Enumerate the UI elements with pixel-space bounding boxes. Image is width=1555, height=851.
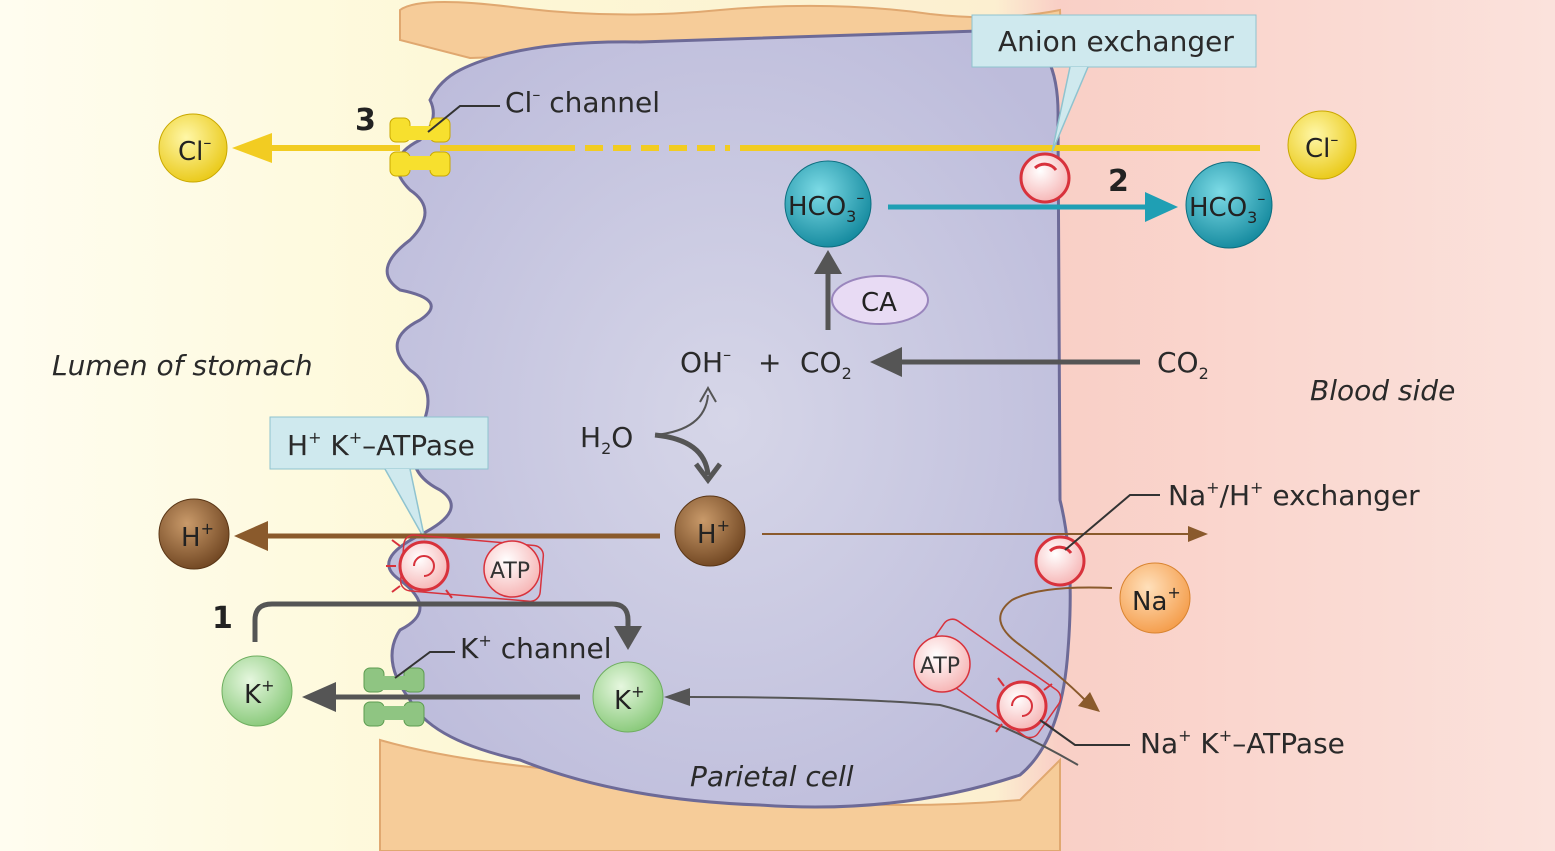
hco3-ion-cell: HCO3– — [784, 160, 872, 248]
cl-channel-leader — [427, 105, 500, 133]
step-3-label: 3 — [355, 103, 376, 138]
h-ion-lumen: H+ — [158, 498, 230, 570]
plus-sign: + — [758, 346, 781, 379]
nak-atpase-label: Na+ K+–ATPase — [1140, 726, 1345, 760]
svg-text:H+: H+ — [181, 519, 214, 553]
cl-channel-label: Cl– channel — [505, 85, 660, 119]
h-to-blood-arrow — [762, 526, 1208, 542]
water-split-arrows — [654, 385, 722, 485]
svg-text:HCO3–: HCO3– — [788, 188, 864, 226]
k-channel-label: K+ channel — [460, 631, 611, 665]
cl-ion-lumen: Cl– — [158, 113, 228, 183]
hk-atpase-pump: ATP — [386, 534, 545, 603]
na-path-arrow — [999, 586, 1113, 712]
blood-side-label: Blood side — [1310, 374, 1455, 407]
parietal-cell-label: Parietal cell — [690, 760, 854, 793]
oh-label: OH– — [680, 345, 731, 379]
lumen-label: Lumen of stomach — [52, 349, 313, 382]
k-to-lumen-arrow — [302, 682, 580, 712]
na-ion-blood: Na+ — [1119, 562, 1191, 634]
svg-text:Na+: Na+ — [1132, 583, 1181, 617]
anion-exchanger — [1019, 152, 1071, 204]
svg-text:HCO3–: HCO3– — [1189, 189, 1265, 227]
k-ion-cell: K+ — [592, 661, 664, 733]
carbonic-anhydrase: CA — [831, 275, 929, 325]
step-2-label: 2 — [1108, 164, 1129, 199]
svg-text:ATP: ATP — [920, 654, 960, 679]
anion-exchanger-callout: Anion exchanger — [971, 14, 1257, 153]
svg-text:Anion exchanger: Anion exchanger — [998, 25, 1234, 58]
svg-text:H+ K+–ATPase: H+ K+–ATPase — [287, 428, 475, 462]
h2o-label: H2O — [580, 421, 633, 458]
svg-text:CA: CA — [861, 288, 897, 318]
h-to-lumen-arrow — [234, 521, 660, 551]
nak-atpase-pump: ATP — [913, 618, 1062, 739]
cl-channel — [389, 117, 451, 177]
k-channel-leader — [394, 651, 455, 679]
co2-cell-label: CO2 — [800, 346, 852, 383]
cl-transport-path — [232, 133, 1260, 163]
svg-text:ATP: ATP — [490, 559, 530, 584]
k-channel — [363, 667, 425, 727]
k-ion-lumen: K+ — [221, 655, 293, 727]
svg-text:K+: K+ — [614, 682, 644, 716]
svg-text:K+: K+ — [244, 676, 274, 710]
hk-atpase-callout: H+ K+–ATPase — [269, 416, 489, 541]
svg-text:Cl–: Cl– — [178, 133, 211, 167]
hco3-ion-blood: HCO3– — [1185, 161, 1273, 249]
co2-arrow — [870, 347, 1140, 377]
nak-atpase-leader — [1039, 719, 1130, 746]
svg-text:H+: H+ — [697, 516, 730, 550]
h-ion-cell: H+ — [674, 495, 746, 567]
step-1-label: 1 — [212, 601, 233, 636]
cl-ion-blood: Cl– — [1287, 110, 1357, 180]
na-h-exchanger-leader — [1064, 494, 1160, 551]
na-h-exchanger — [1034, 535, 1086, 587]
svg-text:Cl–: Cl– — [1305, 130, 1338, 164]
na-h-exchanger-label: Na+/H+ exchanger — [1168, 478, 1420, 512]
k-recycle-arrow — [252, 601, 642, 650]
parietal-cell — [385, 28, 1072, 809]
hco3-arrow — [888, 192, 1178, 222]
ca-arrow — [814, 250, 842, 330]
co2-blood-label: CO2 — [1157, 346, 1209, 383]
